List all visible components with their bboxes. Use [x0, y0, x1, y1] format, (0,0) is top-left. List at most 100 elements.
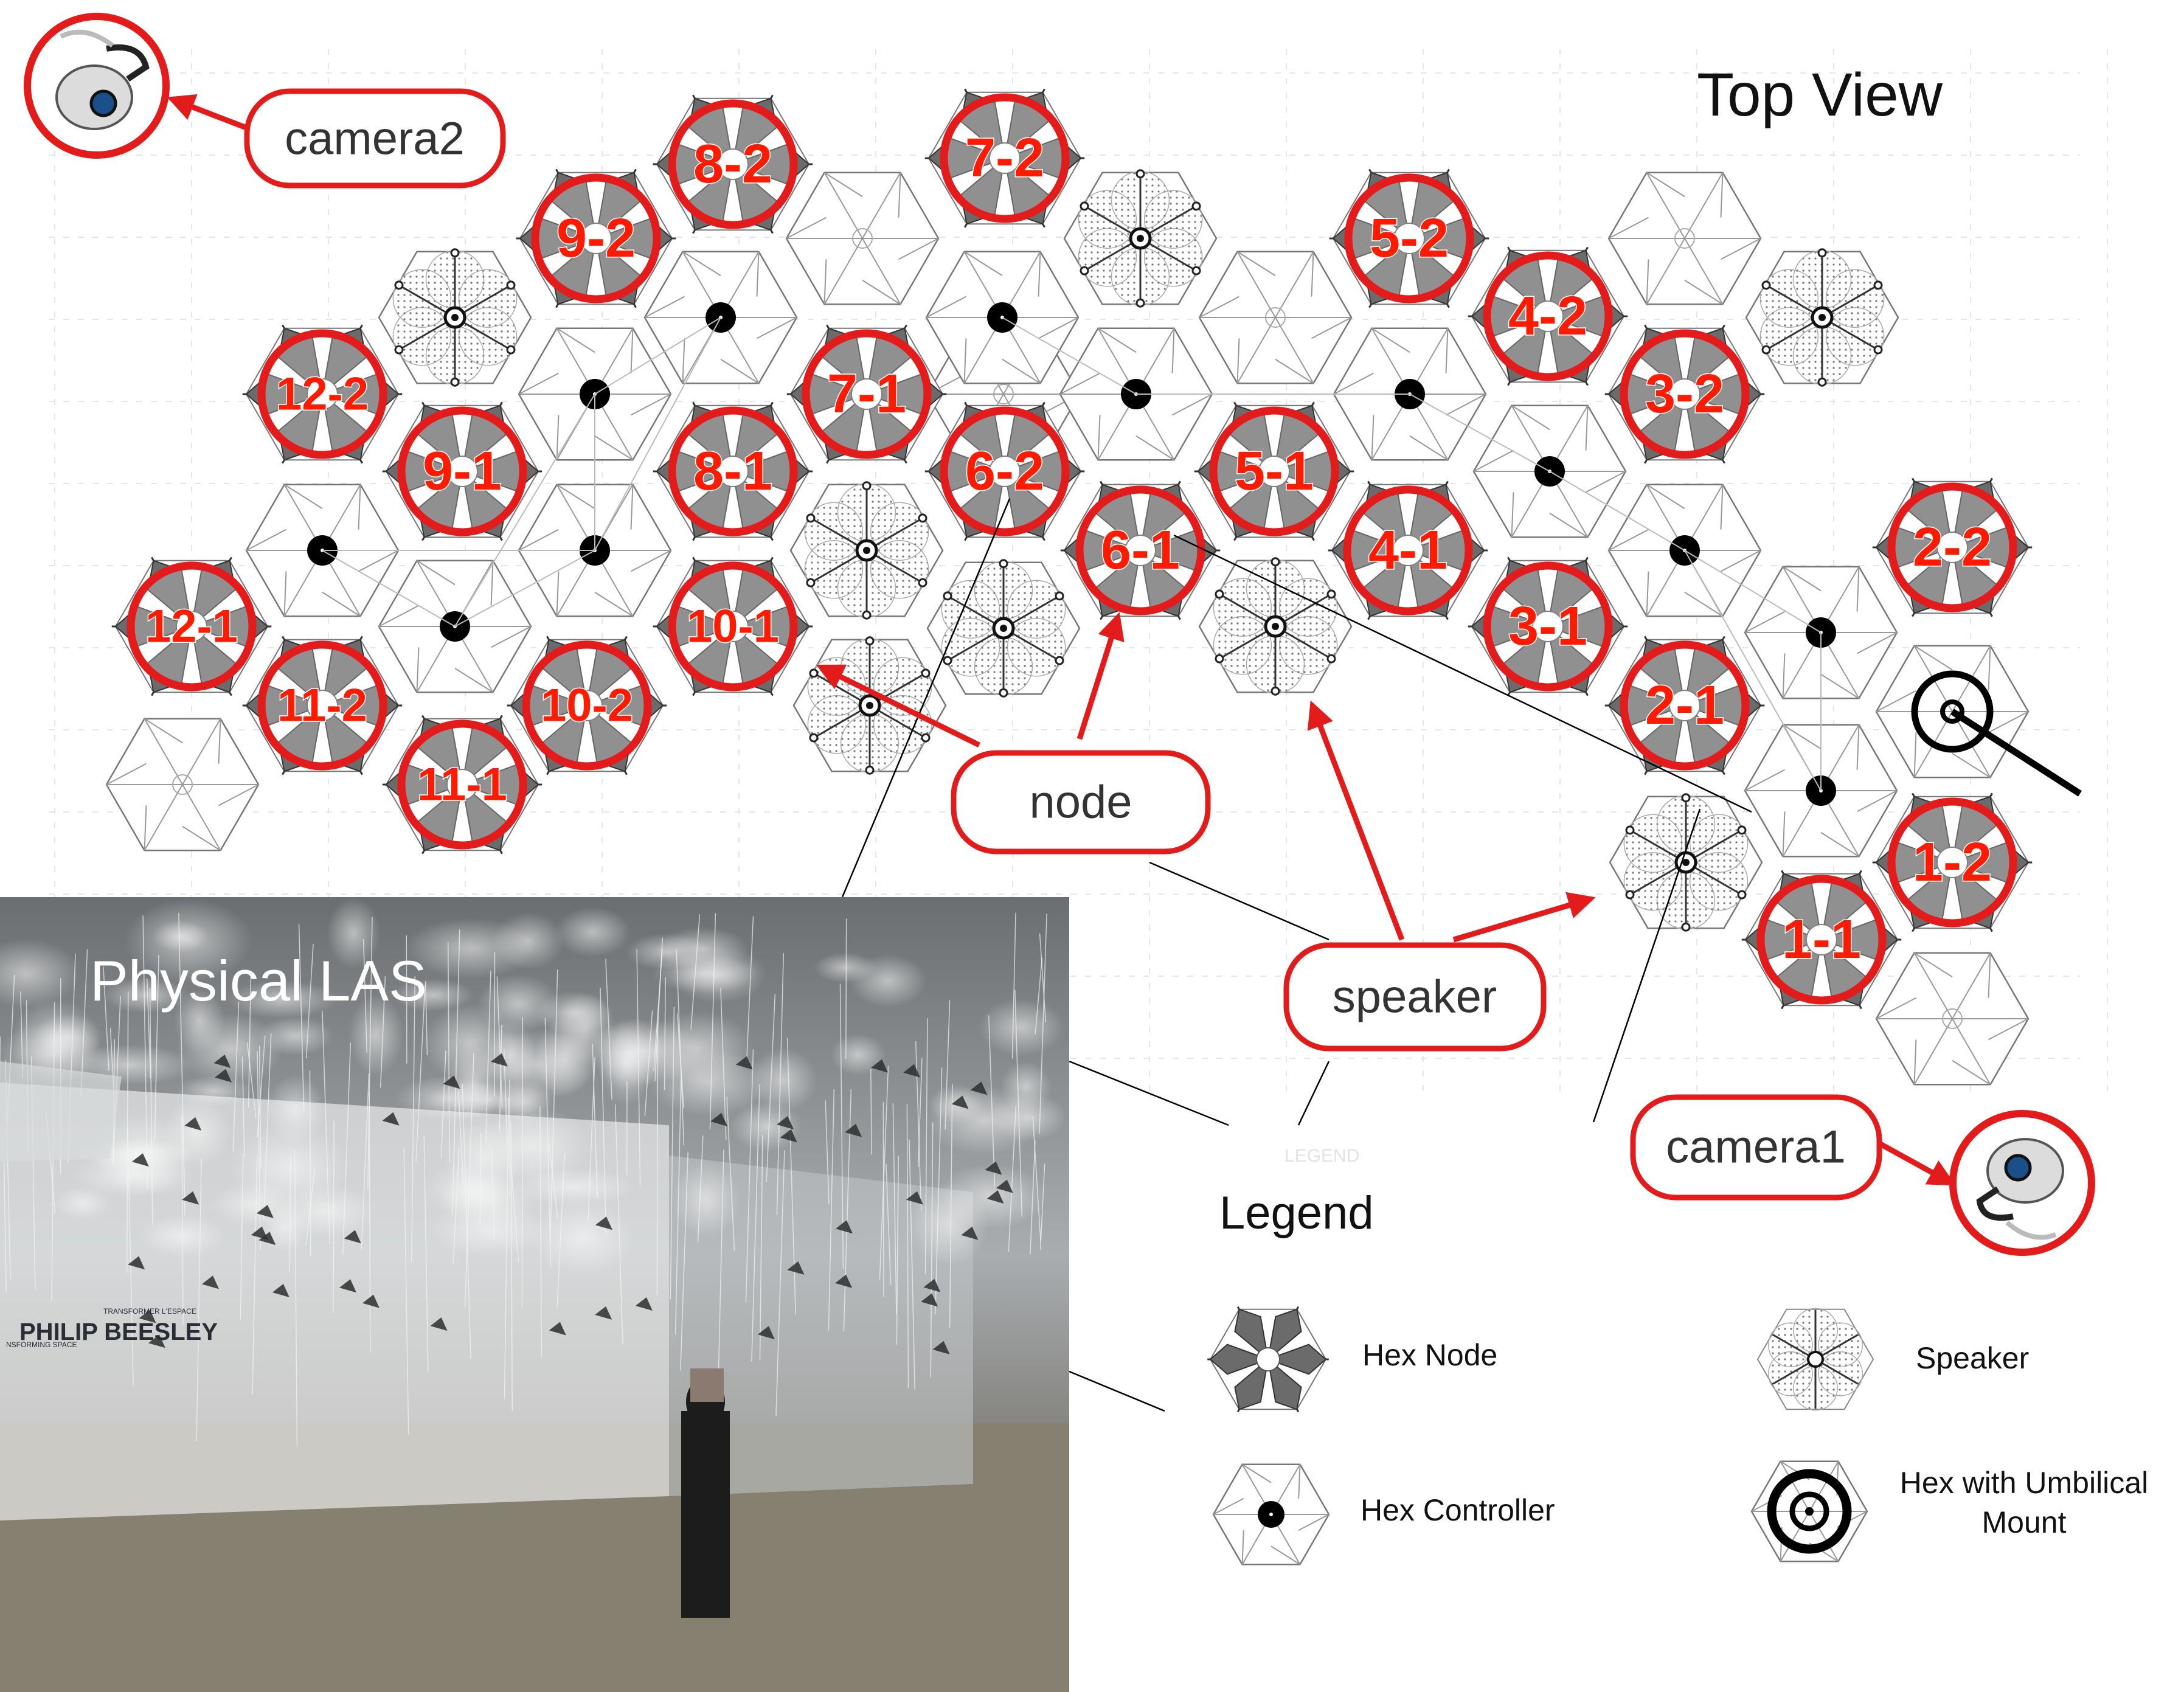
- umbilical-mount-icon: [1875, 645, 2082, 797]
- photo-label: Physical LAS: [90, 949, 427, 1013]
- svg-text:speaker: speaker: [1333, 971, 1497, 1023]
- hex-node-2-2[interactable]: 2-2: [1872, 477, 2033, 617]
- wall-text-english: NSFORMING SPACE: [6, 1340, 77, 1349]
- hex-node-label: 11-2: [277, 680, 367, 732]
- hex-node-icon: [924, 88, 1085, 228]
- hex-node-1-1[interactable]: 1-1: [1741, 870, 1902, 1010]
- legend-umbilical-label-2: Mount: [1982, 1505, 2067, 1539]
- hex-node-10-2[interactable]: 10-2: [507, 636, 667, 775]
- arrow-icon: [167, 94, 248, 131]
- svg-text:node: node: [1029, 777, 1132, 828]
- hex-node-3-2[interactable]: 3-2: [1604, 324, 1765, 464]
- speaker-callout: speaker: [1283, 942, 1547, 1052]
- legend-hex-node-label: Hex Node: [1362, 1338, 1497, 1372]
- hex-node-label: 8-1: [693, 441, 772, 502]
- hex-node-label: 12-2: [276, 369, 369, 420]
- svg-text:camera1: camera1: [1666, 1122, 1846, 1173]
- speaker-icon: [1745, 248, 1899, 387]
- legend: Legend Hex Node Speaker Hex Controller H…: [1207, 1187, 2148, 1565]
- empty-hex: [785, 172, 940, 305]
- hex-node-4-1[interactable]: 4-1: [1328, 480, 1488, 620]
- physical-las-photo: PHILIP BEESLEY TRANSFORMER L'ESPACE NSFO…: [0, 897, 1069, 1692]
- faint-legend-text: LEGEND: [1284, 1146, 1359, 1166]
- hex-node-label: 7-2: [965, 128, 1044, 189]
- legend-umbilical-label-1: Hex with Umbilical: [1900, 1466, 2148, 1500]
- legend-hex-controller-label: Hex Controller: [1361, 1493, 1555, 1527]
- hex-node-label: 9-2: [556, 208, 636, 269]
- camera1-callout: camera1: [1630, 1094, 1882, 1201]
- hex-floor-plan: 1-1 1-2 2-1 2-2 3-1 3-2 4-1 4-2 5-1 5-2 6-1 6-2 7-1 7…: [105, 88, 2082, 1086]
- hex-node-3-1[interactable]: 3-1: [1468, 556, 1628, 696]
- hex-node-label: 11-1: [417, 759, 507, 811]
- legend-speaker-label: Speaker: [1916, 1341, 2029, 1375]
- hex-node-4-2[interactable]: 4-2: [1468, 246, 1628, 386]
- legend-hex-controller-icon: [1212, 1463, 1330, 1565]
- legend-hex-node-icon: [1207, 1306, 1329, 1413]
- hex-node-2-1[interactable]: 2-1: [1604, 636, 1765, 775]
- speaker-icon: [378, 248, 532, 387]
- hex-node-label: 5-2: [1370, 208, 1449, 269]
- hex-node-9-1[interactable]: 9-1: [382, 401, 543, 541]
- hex-node-7-1[interactable]: 7-1: [786, 324, 947, 464]
- empty-hex: [1875, 952, 2030, 1086]
- hex-node-10-1[interactable]: 10-1: [653, 556, 813, 696]
- hex-node-6-2[interactable]: 6-2: [924, 401, 1085, 541]
- hex-node-label: 3-1: [1508, 596, 1587, 657]
- legend-title: Legend: [1219, 1187, 1374, 1239]
- hex-node-icon: [1468, 556, 1628, 696]
- arrow-icon: [1452, 892, 1596, 943]
- hex-node-label: 6-2: [965, 441, 1044, 502]
- legend-speaker-icon: [1756, 1308, 1874, 1411]
- arrow-icon: [1307, 700, 1405, 941]
- hex-node-label: 9-1: [423, 441, 502, 502]
- hex-node-label: 10-2: [541, 680, 633, 732]
- page-title: Top View: [1697, 61, 1943, 129]
- empty-hex: [1198, 251, 1353, 384]
- hex-node-12-2[interactable]: 12-2: [242, 324, 403, 464]
- speaker-icon: [1609, 793, 1763, 932]
- hex-node-11-1[interactable]: 11-1: [382, 715, 543, 855]
- hex-node-5-2[interactable]: 5-2: [1329, 168, 1489, 308]
- hex-node-label: 3-2: [1645, 364, 1724, 425]
- hex-node-label: 6-1: [1101, 520, 1180, 581]
- hex-node-label: 12-1: [145, 601, 238, 653]
- hex-node-label: 8-2: [693, 134, 772, 195]
- hex-node-5-1[interactable]: 5-1: [1194, 401, 1354, 541]
- speaker-icon: [792, 636, 947, 775]
- hex-node-8-1[interactable]: 8-1: [653, 401, 813, 541]
- empty-hex: [105, 718, 260, 851]
- hex-node-label: 4-1: [1368, 520, 1447, 581]
- speaker-icon: [926, 559, 1081, 698]
- hex-node-icon: [1872, 792, 2033, 932]
- arrow-icon: [1877, 1141, 1956, 1186]
- hex-node-icon: [507, 636, 667, 775]
- hex-node-6-1[interactable]: 6-1: [1060, 480, 1221, 620]
- hex-node-label: 10-1: [687, 601, 779, 653]
- hex-node-label: 5-1: [1235, 441, 1314, 502]
- hex-node-8-2[interactable]: 8-2: [653, 94, 813, 234]
- camera1-icon[interactable]: [1949, 1110, 2095, 1256]
- hex-node-label: 2-1: [1645, 675, 1724, 736]
- hex-node-1-2[interactable]: 1-2: [1872, 792, 2033, 932]
- speaker-icon: [1198, 557, 1353, 696]
- speaker-icon: [789, 481, 944, 620]
- speaker-icon: [1063, 169, 1218, 308]
- leader-lines: [841, 498, 1752, 1412]
- legend-umbilical-mount-icon: [1750, 1460, 1868, 1562]
- hex-node-label: 1-1: [1782, 909, 1861, 970]
- hex-node-label: 1-2: [1913, 832, 1992, 893]
- svg-text:camera2: camera2: [285, 113, 465, 165]
- arrow-icon: [1076, 612, 1125, 740]
- empty-hex: [1607, 172, 1762, 305]
- hex-node-label: 4-2: [1508, 286, 1587, 347]
- hex-node-12-1[interactable]: 12-1: [111, 556, 272, 696]
- hex-node-9-2[interactable]: 9-2: [516, 168, 676, 308]
- hex-node-label: 2-2: [1913, 517, 1992, 578]
- hex-node-11-2[interactable]: 11-2: [242, 636, 403, 775]
- callout-arrows: [167, 94, 1956, 1186]
- arrow-icon: [816, 664, 980, 748]
- node-callout: node: [951, 750, 1211, 855]
- camera2-icon[interactable]: [24, 13, 170, 159]
- hex-node-7-2[interactable]: 7-2: [924, 88, 1085, 228]
